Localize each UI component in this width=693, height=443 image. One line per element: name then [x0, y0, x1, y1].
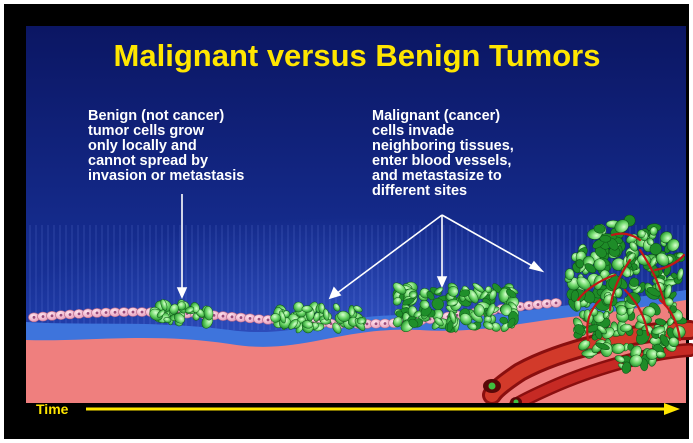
tumor-cell	[629, 278, 639, 287]
tumor-cell	[474, 304, 485, 317]
time-label: Time	[36, 401, 69, 417]
tumor-cell	[270, 313, 280, 322]
benign-caption-line: Benign (not cancer)	[88, 108, 224, 124]
tumor-cell	[302, 306, 313, 313]
benign-caption-line: invasion or metastasis	[88, 168, 244, 184]
benign-caption-line: tumor cells grow	[88, 123, 205, 139]
slide-title: Malignant versus Benign Tumors	[114, 38, 601, 73]
benign-caption-line: cannot spread by	[88, 153, 208, 169]
benign-caption-line: only locally and	[88, 138, 197, 154]
tumor-cell	[565, 268, 574, 280]
malignant-caption-line: different sites	[372, 183, 467, 199]
tumor-cell	[485, 286, 491, 293]
malignant-caption-line: enter blood vessels,	[372, 153, 511, 169]
malignant-caption-line: Malignant (cancer)	[372, 108, 500, 124]
malignant-caption-line: neighboring tissues,	[372, 138, 514, 154]
malignant-caption-line: cells invade	[372, 123, 454, 139]
malignant-caption-line: and metastasize to	[372, 168, 502, 184]
